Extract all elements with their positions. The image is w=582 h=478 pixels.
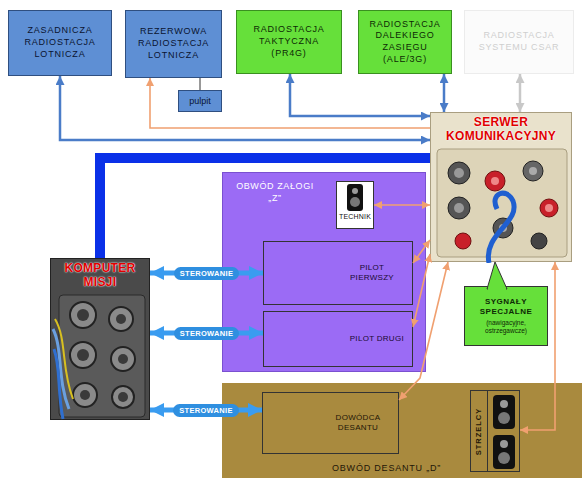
node-text: RADIOSTACJA DALEKIEGO ZASIĘGU (ALE/3G)	[363, 19, 447, 66]
crew-station: PILOT DRUGI	[263, 311, 413, 367]
radio-box: REZERWOWA RADIOSTACJA LOTNICZA	[125, 10, 222, 78]
connector	[290, 74, 430, 116]
server-box: SERWER KOMUNIKACYJNY	[430, 112, 572, 262]
callout-box: SYGNAŁY SPECJALNE (nawigacyjne, ostrzegaw…	[464, 286, 548, 346]
node-text: (nawigacyjne, ostrzegawcze)	[468, 319, 544, 335]
edge-label: STEROWANIE	[173, 404, 238, 417]
connector	[519, 74, 522, 112]
connector	[374, 204, 430, 206]
radio-box-disabled: RADIOSTACJA SYSTEMU CSAR	[464, 10, 574, 74]
console-box: pulpit	[178, 90, 222, 112]
node-text: pulpit	[189, 96, 211, 106]
node-text: PILOT PIERWSZY	[340, 263, 404, 284]
node-text: OBWÓD ZAŁOGI „Z”	[235, 181, 315, 204]
node-text: RADIOSTACJA TAKTYCZNA (PR4G)	[241, 24, 337, 59]
technician-icon	[340, 183, 370, 213]
gunner-box: STRZELCY	[470, 390, 520, 472]
radio-box: RADIOSTACJA TAKTYCZNA (PR4G)	[236, 10, 342, 74]
connector	[443, 74, 446, 112]
node-text: DOWÓDCA DESANTU	[326, 413, 390, 434]
callout-pointer	[465, 262, 547, 288]
node-text: KOMPUTER MISJI	[53, 262, 147, 290]
crew-station: TECHNIK	[336, 181, 374, 229]
node-text: TECHNIK	[339, 213, 371, 220]
node-text: REZERWOWA RADIOSTACJA LOTNICZA	[130, 26, 217, 61]
crew-station: PILOT PIERWSZY	[263, 241, 413, 305]
node-text: STRZELCY	[475, 407, 484, 455]
troop-station: DOWÓDCA DESANTU	[262, 392, 399, 454]
edge-label: STEROWANIE	[174, 327, 239, 340]
node-text: SYGNAŁY SPECJALNE	[468, 297, 544, 317]
gunner-icons	[489, 391, 521, 473]
edge-label: STEROWANIE	[174, 267, 239, 280]
connector	[60, 76, 430, 140]
node-text: OBWÓD DESANTU „D”	[332, 463, 582, 473]
node-text: ZASADNICZA RADIOSTACJA LOTNICZA	[13, 25, 107, 60]
radio-box: ZASADNICZA RADIOSTACJA LOTNICZA	[8, 10, 112, 76]
connector	[200, 78, 201, 90]
node-text: SERWER KOMUNIKACYJNY	[435, 116, 567, 144]
node-text: RADIOSTACJA SYSTEMU CSAR	[469, 30, 569, 53]
node-text: PILOT DRUGI	[350, 334, 404, 344]
radio-box: RADIOSTACJA DALEKIEGO ZASIĘGU (ALE/3G)	[358, 10, 452, 74]
computer-box: KOMPUTER MISJI	[50, 258, 150, 420]
